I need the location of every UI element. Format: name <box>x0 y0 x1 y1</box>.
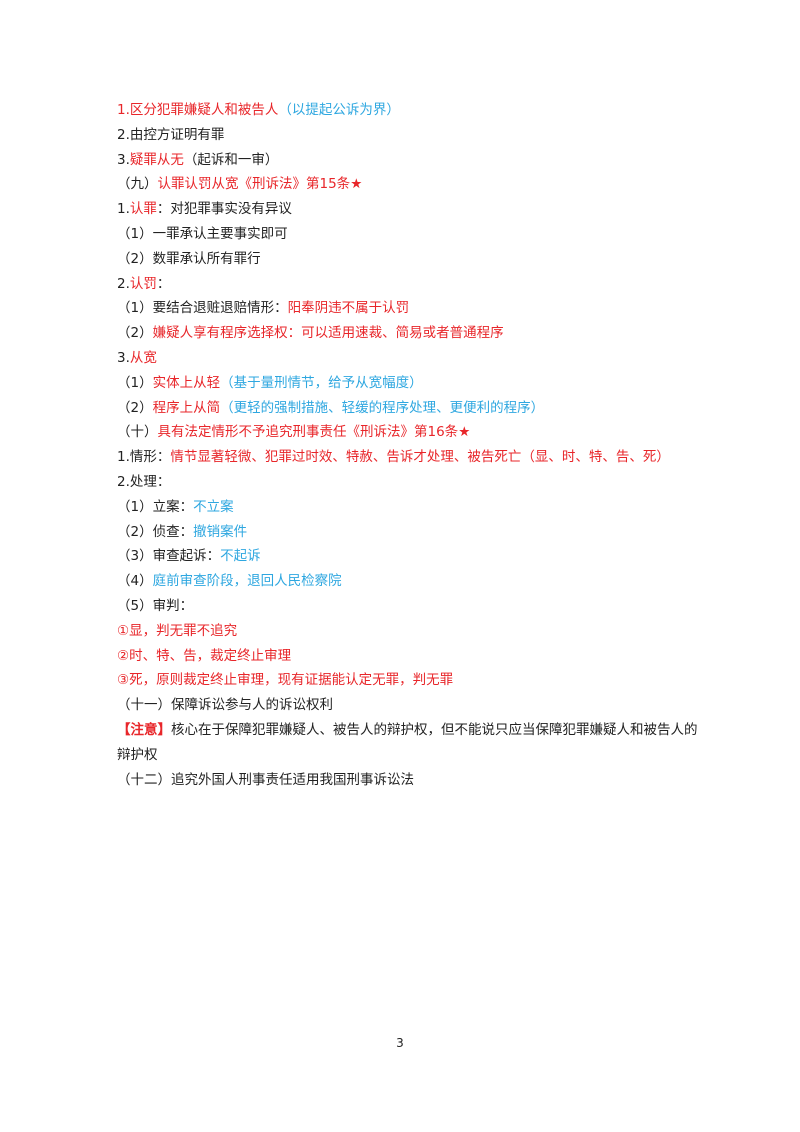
text-segment: （2）侦查： <box>117 523 194 540</box>
text-line: 1.认罪：对犯罪事实没有异议 <box>117 197 707 222</box>
text-line: 2.处理： <box>117 470 707 495</box>
text-line: 3.疑罪从无（起诉和一审） <box>117 148 707 173</box>
text-segment: 3. <box>117 151 130 168</box>
text-line: 2.由控方证明有罪 <box>117 123 707 148</box>
text-line: （2）嫌疑人享有程序选择权：可以适用速裁、简易或者普通程序 <box>117 321 707 346</box>
text-segment: 撤销案件 <box>193 523 248 540</box>
text-segment: （3）审查起诉： <box>117 548 221 565</box>
page-number: 3 <box>396 1036 404 1050</box>
text-line: （十二）追究外国人刑事责任适用我国刑事诉讼法 <box>117 768 707 793</box>
text-segment: ：对犯罪事实没有异议 <box>156 201 292 218</box>
text-segment: 1.情形： <box>117 449 171 466</box>
text-segment: （十） <box>117 424 158 441</box>
text-segment: 程序上从简 <box>152 399 221 416</box>
text-line: ②时、特、告，裁定终止审理 <box>117 644 707 669</box>
star-icon: ★ <box>458 424 471 441</box>
text-segment: （1）一罪承认主要事实即可 <box>117 225 288 242</box>
text-segment: 疑罪从无 <box>129 151 184 168</box>
text-segment: 1. <box>117 102 130 118</box>
text-segment: 不立案 <box>193 498 234 515</box>
text-line: （4）庭前审查阶段，退回人民检察院 <box>117 569 707 594</box>
text-segment: 从宽 <box>129 349 157 366</box>
text-segment: 阳奉阴违不属于认罚 <box>287 300 410 317</box>
text-segment: （更轻的强制措施、轻缓的程序处理、更便利的程序） <box>220 399 545 416</box>
text-segment: 认罚 <box>129 275 157 292</box>
text-segment: ①显，判无罪不追究 <box>117 622 238 639</box>
text-segment: 嫌疑人享有程序选择权：可以适用速裁、简易或者普通程序 <box>152 325 504 342</box>
text-line: 1.区分犯罪嫌疑人和被告人（以提起公诉为界） <box>117 98 707 123</box>
text-line: 【注意】核心在于保障犯罪嫌疑人、被告人的辩护权，但不能说只应当保障犯罪嫌疑人和被… <box>117 718 707 768</box>
text-line: （1）要结合退赃退赔情形：阳奉阴违不属于认罚 <box>117 296 707 321</box>
text-line: 3.从宽 <box>117 346 707 371</box>
text-line: （九）认罪认罚从宽《刑诉法》第15条★ <box>117 172 707 197</box>
text-segment: 2.处理： <box>117 473 171 490</box>
text-segment: 2.由控方证明有罪 <box>117 126 225 143</box>
text-line: （1）实体上从轻（基于量刑情节，给予从宽幅度） <box>117 371 707 396</box>
text-segment: ③死，原则裁定终止审理，现有证据能认定无罪，判无罪 <box>117 672 454 689</box>
text-line: 2.认罚： <box>117 272 707 297</box>
text-line: （1）一罪承认主要事实即可 <box>117 222 707 247</box>
text-segment: ②时、特、告，裁定终止审理 <box>117 647 292 664</box>
text-segment: （1）要结合退赃退赔情形： <box>117 300 288 317</box>
text-segment: 2. <box>117 275 130 292</box>
text-segment: （九） <box>117 176 158 193</box>
text-segment: 实体上从轻 <box>152 374 221 391</box>
text-line: 1.情形：情节显著轻微、犯罪过时效、特赦、告诉才处理、被告死亡（显、时、特、告、… <box>117 445 707 470</box>
text-segment: （起诉和一审） <box>183 151 279 168</box>
text-segment: 3. <box>117 349 130 366</box>
text-segment: （1）立案： <box>117 498 194 515</box>
text-line: ③死，原则裁定终止审理，现有证据能认定无罪，判无罪 <box>117 668 707 693</box>
text-segment: （2）数罪承认所有罪行 <box>117 250 261 267</box>
text-segment: 庭前审查阶段，退回人民检察院 <box>152 573 342 590</box>
text-segment: （十二）追究外国人刑事责任适用我国刑事诉讼法 <box>117 771 414 788</box>
text-line: （3）审查起诉：不起诉 <box>117 544 707 569</box>
text-line: （十）具有法定情形不予追究刑事责任《刑诉法》第16条★ <box>117 420 707 445</box>
text-line: （5）审判： <box>117 594 707 619</box>
text-segment: 区分犯罪嫌疑人和被告人 <box>129 102 279 118</box>
text-segment: 情节显著轻微、犯罪过时效、特赦、告诉才处理、被告死亡（显、时、特、告、死） <box>170 449 670 466</box>
text-segment: （5）审判： <box>117 597 194 614</box>
text-segment: （2） <box>117 399 153 416</box>
text-segment: 具有法定情形不予追究刑事责任《刑诉法》第16条 <box>157 424 459 441</box>
text-segment: 1. <box>117 201 130 218</box>
text-line: （十一）保障诉讼参与人的诉讼权利 <box>117 693 707 718</box>
text-segment: （十一）保障诉讼参与人的诉讼权利 <box>117 697 333 714</box>
text-segment: 核心在于保障犯罪嫌疑人、被告人的辩护权，但不能说只应当保障犯罪嫌疑人和被告人的辩… <box>117 721 698 763</box>
text-segment: （基于量刑情节，给予从宽幅度） <box>220 374 423 391</box>
text-segment: 认罪认罚从宽《刑诉法》第15条 <box>157 176 351 193</box>
text-segment: （1） <box>117 374 153 391</box>
text-line: ①显，判无罪不追究 <box>117 619 707 644</box>
text-segment: （4） <box>117 573 153 590</box>
text-line: （2）程序上从简（更轻的强制措施、轻缓的程序处理、更便利的程序） <box>117 396 707 421</box>
text-segment: （2） <box>117 325 153 342</box>
star-icon: ★ <box>350 176 363 193</box>
text-line: （1）立案：不立案 <box>117 495 707 520</box>
text-segment: 【注意】 <box>117 721 171 738</box>
text-segment: 认罪 <box>129 201 157 218</box>
text-line: （2）侦查：撤销案件 <box>117 520 707 545</box>
text-segment: 不起诉 <box>220 548 261 565</box>
text-segment: ： <box>156 275 171 292</box>
text-segment: （以提起公诉为界） <box>278 102 400 118</box>
text-line: （2）数罪承认所有罪行 <box>117 247 707 272</box>
